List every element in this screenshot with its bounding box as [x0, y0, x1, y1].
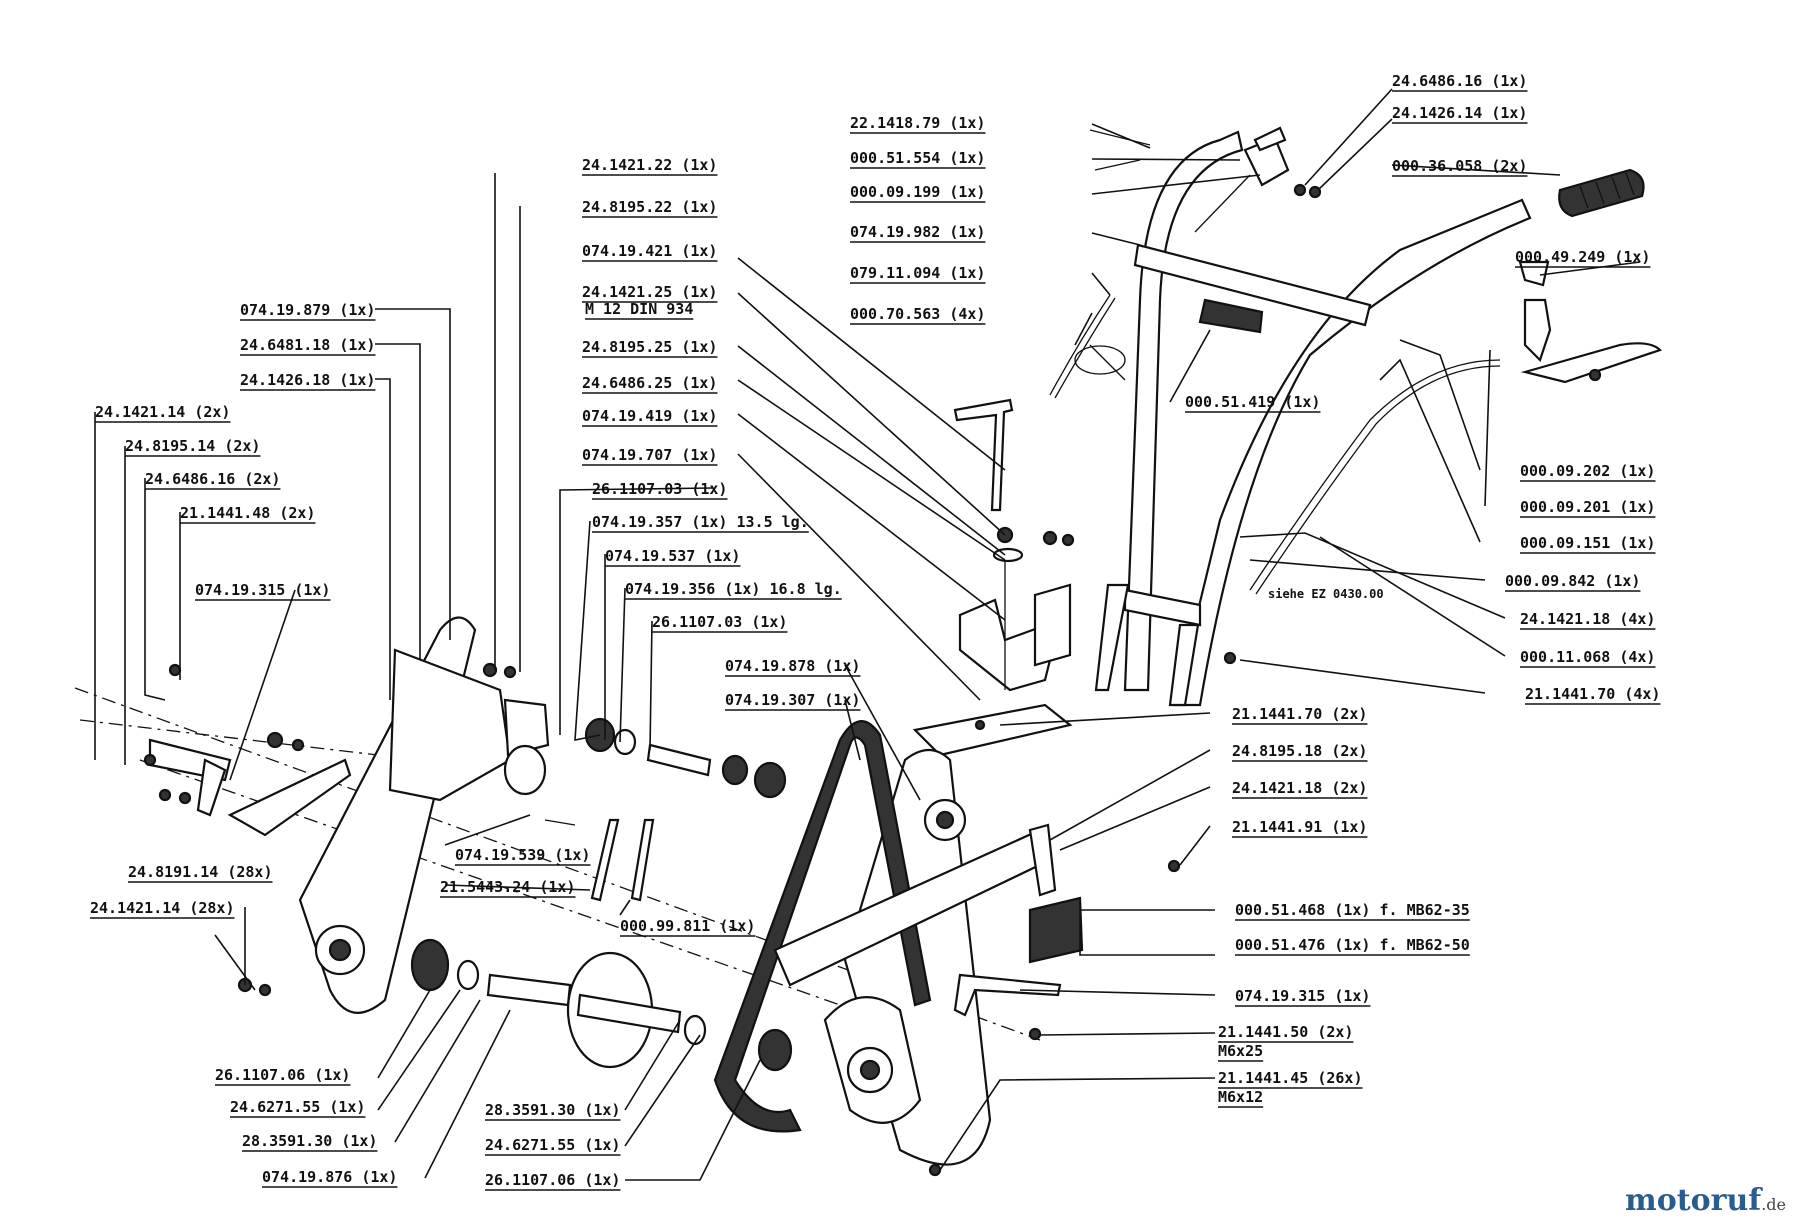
part-label: 24.6271.55 (1x) [230, 1098, 365, 1116]
part-label: 21.1441.70 (2x) [1232, 705, 1367, 723]
part-label: 074.19.876 (1x) [262, 1168, 397, 1186]
part-label: 24.8195.14 (2x) [125, 437, 260, 455]
part-label: 000.36.058 (2x) [1392, 157, 1527, 175]
handle-grip [1558, 168, 1645, 218]
part-label: 24.6486.16 (2x) [145, 470, 280, 488]
part-label: 000.09.151 (1x) [1520, 534, 1655, 552]
part-label: 21.5443.24 (1x) [440, 878, 575, 896]
part-label: 28.3591.30 (1x) [485, 1101, 620, 1119]
part-label: 074.19.356 (1x) 16.8 lg. [625, 580, 842, 598]
height-adjust-bracket [912, 398, 1073, 757]
part-label: 21.1441.70 (4x) [1525, 685, 1660, 703]
part-label: 000.99.811 (1x) [620, 917, 755, 935]
part-label: 24.1421.22 (1x) [582, 156, 717, 174]
part-label: 079.11.094 (1x) [850, 264, 985, 282]
part-label: M6x12 [1218, 1088, 1263, 1106]
part-label: 000.51.554 (1x) [850, 149, 985, 167]
note-reference: siehe EZ 0430.00 [1268, 587, 1384, 601]
part-label: 000.09.842 (1x) [1505, 572, 1640, 590]
part-label: 074.19.421 (1x) [582, 242, 717, 260]
handlebar-frame [1094, 130, 1532, 707]
watermark-tld: .de [1761, 1195, 1786, 1214]
part-label: 28.3591.30 (1x) [242, 1132, 377, 1150]
part-label: 000.70.563 (4x) [850, 305, 985, 323]
part-label: 000.11.068 (4x) [1520, 648, 1655, 666]
part-label: 24.1421.18 (4x) [1520, 610, 1655, 628]
part-label: 24.6481.18 (1x) [240, 336, 375, 354]
part-label: 24.6271.55 (1x) [485, 1136, 620, 1154]
part-label: 26.1107.06 (1x) [215, 1066, 350, 1084]
part-label: 24.1421.18 (2x) [1232, 779, 1367, 797]
part-label: 24.1421.14 (2x) [95, 403, 230, 421]
part-label: M6x25 [1218, 1042, 1263, 1060]
part-label: 074.19.307 (1x) [725, 691, 860, 709]
part-label: 000.51.419 (1x) [1185, 393, 1320, 411]
part-label: 21.1441.91 (1x) [1232, 818, 1367, 836]
part-label: 21.1441.50 (2x) [1218, 1023, 1353, 1041]
part-label: 22.1418.79 (1x) [850, 114, 985, 132]
part-label: 26.1107.06 (1x) [485, 1171, 620, 1189]
fasteners [143, 159, 1237, 1177]
watermark-name: motoruf [1625, 1183, 1762, 1218]
part-label: 26.1107.03 (1x) [592, 480, 727, 498]
part-label: 24.6486.16 (1x) [1392, 72, 1527, 90]
part-label: 24.1426.14 (1x) [1392, 104, 1527, 122]
part-label: 074.19.537 (1x) [605, 547, 740, 565]
part-label: 26.1107.03 (1x) [652, 613, 787, 631]
throttle-lever [1089, 126, 1322, 233]
clutch-lever [1518, 260, 1663, 384]
part-label: 074.19.315 (1x) [1235, 987, 1370, 1005]
part-label: 000.09.202 (1x) [1520, 462, 1655, 480]
cable [1049, 294, 1501, 595]
part-label: 24.8195.18 (2x) [1232, 742, 1367, 760]
shaft-assembly [410, 717, 793, 1072]
drive-housing-left [148, 616, 550, 1014]
part-label: 074.19.879 (1x) [240, 301, 375, 319]
part-label: 074.19.419 (1x) [582, 407, 717, 425]
leader-lines [94, 88, 1641, 1181]
part-label: 074.19.982 (1x) [850, 223, 985, 241]
watermark-logo: motoruf.de [1625, 1183, 1786, 1218]
part-label: 000.51.468 (1x) f. MB62-35 [1235, 901, 1470, 919]
diagram-drawing: siehe EZ 0430.00 [74, 88, 1663, 1181]
part-label: 21.1441.45 (26x) [1218, 1069, 1363, 1087]
part-label: 24.1421.14 (28x) [90, 899, 235, 917]
part-number-labels: 24.6486.16 (1x) 24.1426.14 (1x) 000.36.0… [90, 72, 1661, 1191]
part-label: 074.19.315 (1x) [195, 581, 330, 599]
part-label: 24.1421.25 (1x) [582, 283, 717, 301]
part-label: 074.19.539 (1x) [455, 846, 590, 864]
decal-plate [1198, 298, 1264, 334]
part-label: 074.19.357 (1x) 13.5 lg. [592, 513, 809, 531]
part-label: M 12 DIN 934 [585, 300, 693, 318]
part-label: 000.09.199 (1x) [850, 183, 985, 201]
part-label: 074.19.707 (1x) [582, 446, 717, 464]
drive-housing-right [713, 720, 1084, 1166]
part-label: 000.49.249 (1x) [1515, 248, 1650, 266]
part-label: 24.1426.18 (1x) [240, 371, 375, 389]
part-label: 000.51.476 (1x) f. MB62-50 [1235, 936, 1470, 954]
part-label: 24.8195.25 (1x) [582, 338, 717, 356]
part-label: 000.09.201 (1x) [1520, 498, 1655, 516]
part-label: 074.19.878 (1x) [725, 657, 860, 675]
part-label: 24.8191.14 (28x) [128, 863, 273, 881]
part-label: 24.6486.25 (1x) [582, 374, 717, 392]
part-label: 24.8195.22 (1x) [582, 198, 717, 216]
part-label: 21.1441.48 (2x) [180, 504, 315, 522]
